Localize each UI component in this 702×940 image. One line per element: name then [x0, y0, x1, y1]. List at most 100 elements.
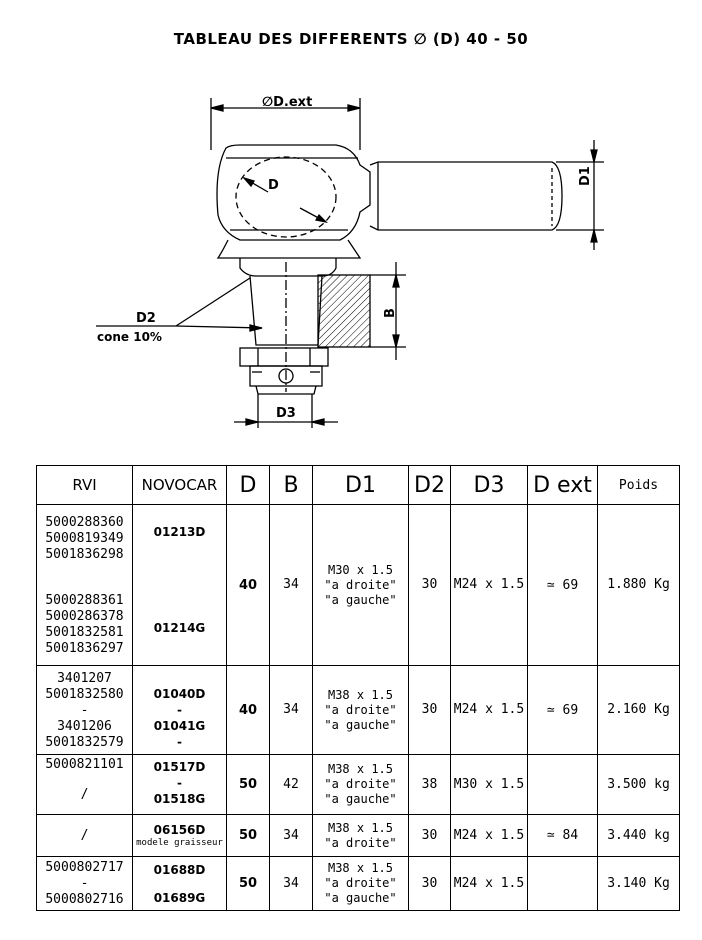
novocar-note: modele graisseur: [136, 838, 223, 848]
d1-side: "a droite": [324, 777, 397, 791]
d2-cell: 30: [408, 504, 451, 666]
d3-label: D3: [276, 406, 296, 421]
rvi-ref: -: [80, 703, 89, 718]
d1-side: "a droite": [324, 835, 397, 850]
table-row: 5000288360 5000819349 5001836298 5000288…: [36, 504, 680, 666]
d3-cell: M24 x 1.5: [450, 504, 528, 666]
novocar-cell: 01213D 01214G: [132, 504, 227, 666]
d1-side: "a droite": [324, 702, 397, 717]
d-cell: 40: [226, 504, 270, 666]
d2-cell: 38: [408, 754, 451, 815]
spec-table: RVI NOVOCAR D B D1 D2 D3 D ext Poids 500…: [36, 465, 680, 911]
dext-cell: ≃ 69: [527, 665, 598, 755]
table-row: 3401207 5001832580 - 3401206 5001832579 …: [36, 665, 680, 755]
col-header-b: B: [269, 465, 313, 505]
rvi-ref: 5001832580: [45, 687, 124, 702]
poids-cell: 3.440 kg: [597, 814, 680, 857]
novocar-cell: 06156D modele graisseur: [132, 814, 227, 857]
b-cell: 42: [269, 754, 313, 815]
col-header-novocar: NOVOCAR: [132, 465, 227, 505]
rvi-ref: 5000288360: [45, 515, 124, 530]
b-cell: 34: [269, 665, 313, 755]
d1-cell: M30 x 1.5 "a droite" "a gauche": [312, 504, 409, 666]
rvi-ref: 5000802717: [45, 859, 124, 875]
novocar-cell: 01517D - 01518G: [132, 754, 227, 815]
poids-cell: 3.500 kg: [597, 754, 680, 815]
rvi-ref: -: [80, 875, 89, 891]
header-row: RVI NOVOCAR D B D1 D2 D3 D ext Poids: [36, 465, 680, 505]
novocar-ref: 01688D: [153, 862, 206, 877]
novocar-ref: 01040D: [153, 687, 206, 701]
b-cell: 34: [269, 814, 313, 857]
col-header-d2: D2: [408, 465, 451, 505]
d1-thread: M38 x 1.5: [327, 687, 394, 702]
d1-cell: M38 x 1.5 "a droite" "a gauche": [312, 754, 409, 815]
rvi-ref: /: [80, 787, 89, 802]
cone-note: cone 10%: [97, 330, 162, 344]
rvi-ref: 5000286378: [45, 609, 124, 624]
d-label: D: [268, 178, 279, 193]
d-cell: 50: [226, 856, 270, 911]
dext-cell: ≃ 69: [527, 504, 598, 666]
table-row: / 06156D modele graisseur 50 34 M38 x 1.…: [36, 814, 680, 857]
d1-cell: M38 x 1.5 "a droite" "a gauche": [312, 665, 409, 755]
rvi-cell: 3401207 5001832580 - 3401206 5001832579: [36, 665, 133, 755]
rvi-cell: 5000288360 5000819349 5001836298 5000288…: [36, 504, 133, 666]
b-label: B: [383, 308, 398, 318]
col-header-d3: D3: [450, 465, 528, 505]
d1-cell: M38 x 1.5 "a droite": [312, 814, 409, 857]
d1-label: D1: [578, 166, 593, 186]
d2-cell: 30: [408, 665, 451, 755]
d-cell: 40: [226, 665, 270, 755]
dext-label: ∅D.ext: [262, 95, 313, 110]
b-cell: 34: [269, 504, 313, 666]
rvi-cell: /: [36, 814, 133, 857]
novocar-ref: -: [177, 703, 182, 717]
rvi-ref: 5000821101: [45, 757, 124, 772]
poids-cell: 2.160 Kg: [597, 665, 680, 755]
col-header-d1: D1: [312, 465, 409, 505]
novocar-ref: 01518G: [153, 792, 206, 806]
novocar-ref: -: [177, 735, 182, 749]
d-cell: 50: [226, 814, 270, 857]
d3-cell: M30 x 1.5: [450, 754, 528, 815]
novocar-ref: -: [177, 776, 182, 790]
b-cell: 34: [269, 856, 313, 911]
novocar-ref: 01517D: [153, 760, 206, 774]
d1-side: "a gauche": [324, 792, 397, 806]
col-header-rvi: RVI: [36, 465, 133, 505]
rvi-ref: /: [80, 827, 89, 843]
page-title: TABLEAU DES DIFFERENTS ∅ (D) 40 - 50: [173, 30, 529, 48]
novocar-ref: 01041G: [153, 719, 206, 733]
rvi-ref: 5001832579: [45, 735, 124, 750]
d3-cell: M24 x 1.5: [450, 856, 528, 911]
novocar-ref: 06156D: [153, 823, 206, 837]
d1-side: "a gauche": [324, 592, 397, 607]
d1-thread: M38 x 1.5: [327, 820, 394, 835]
rvi-cell: 5000802717 - 5000802716: [36, 856, 133, 911]
d1-cell: M38 x 1.5 "a droite" "a gauche": [312, 856, 409, 911]
rvi-ref: 5001832581: [45, 625, 124, 640]
poids-cell: 1.880 Kg: [597, 504, 680, 666]
d1-thread: M30 x 1.5: [327, 562, 394, 577]
novocar-ref: 01689G: [153, 890, 206, 905]
novocar-ref: 01214G: [153, 621, 206, 635]
col-header-poids: Poids: [597, 465, 680, 505]
d1-thread: M38 x 1.5: [327, 861, 394, 875]
rvi-ref: 3401207: [57, 671, 112, 686]
d2-label: D2: [136, 311, 156, 326]
novocar-cell: 01040D - 01041G -: [132, 665, 227, 755]
rvi-ref: 5001836297: [45, 641, 124, 656]
rvi-ref: 5000819349: [45, 531, 124, 546]
d2-cell: 30: [408, 814, 451, 857]
d2-cell: 30: [408, 856, 451, 911]
dext-cell: ≃ 84: [527, 814, 598, 857]
rvi-ref: 5001836298: [45, 547, 124, 562]
col-header-d: D: [226, 465, 270, 505]
d1-side: "a droite": [324, 577, 397, 592]
rvi-cell: 5000821101 /: [36, 754, 133, 815]
d3-cell: M24 x 1.5: [450, 665, 528, 755]
dext-cell: [527, 754, 598, 815]
d1-side: "a droite": [324, 876, 397, 890]
rvi-ref: 5000802716: [45, 891, 124, 907]
